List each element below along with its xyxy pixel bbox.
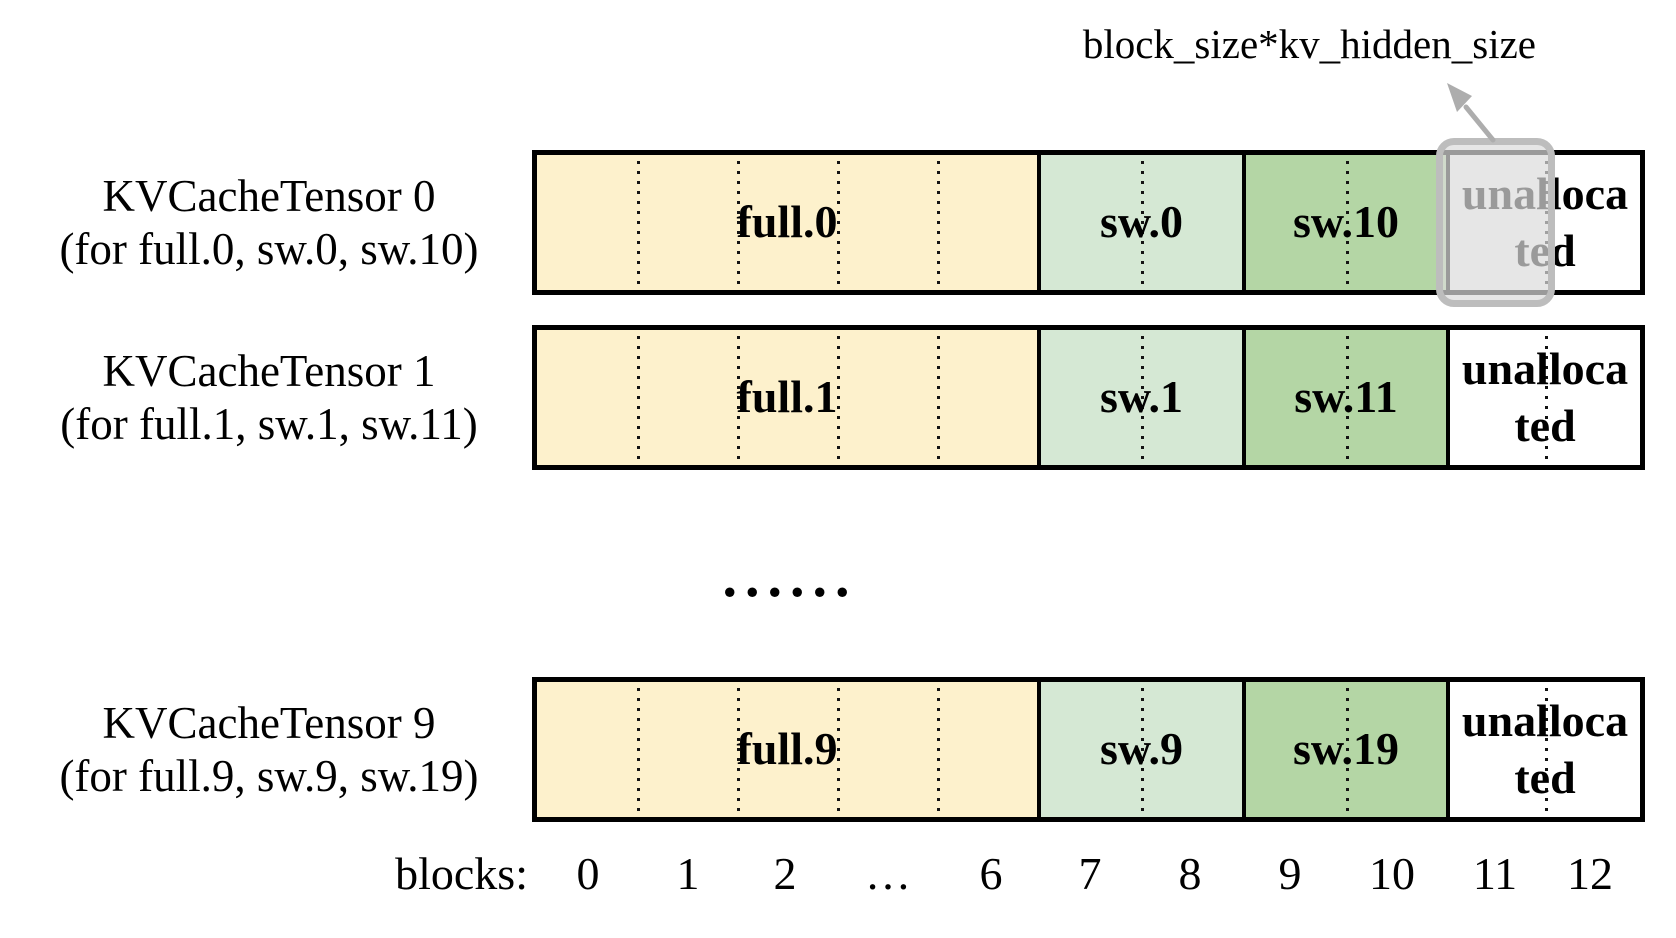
segment-full-0: full.0 xyxy=(537,155,1037,290)
block-divider xyxy=(1141,161,1144,284)
tensor-row-9-label: KVCacheTensor 9 (for full.9, sw.9, sw.19… xyxy=(20,677,518,822)
block-divider xyxy=(1141,336,1144,459)
segment-unallocated-1-label: unallocated xyxy=(1461,343,1629,451)
block-divider xyxy=(837,688,840,811)
tensor-row-1-subtitle: (for full.1, sw.1, sw.11) xyxy=(60,398,478,449)
tensor-row-0-subtitle: (for full.0, sw.0, sw.10) xyxy=(59,223,479,274)
block-divider xyxy=(1346,336,1349,459)
segment-sw-11-label: sw.11 xyxy=(1294,371,1398,423)
kv-cache-tensor-1-bar: full.1 sw.1 sw.11 unallocated xyxy=(532,325,1645,470)
block-divider xyxy=(737,161,740,284)
block-tick-12: 12 xyxy=(1567,848,1613,899)
tensor-row-1: KVCacheTensor 1 (for full.1, sw.1, sw.11… xyxy=(0,325,1676,470)
block-divider xyxy=(737,336,740,459)
tensor-row-9: KVCacheTensor 9 (for full.9, sw.9, sw.19… xyxy=(0,677,1676,822)
segment-unallocated-1: unallocated xyxy=(1446,330,1640,465)
block-size-annotation: block_size*kv_hidden_size xyxy=(1082,21,1536,67)
segment-unallocated-9-label: unallocated xyxy=(1461,695,1629,803)
segment-sw-0-label: sw.0 xyxy=(1099,196,1184,248)
segment-sw-19: sw.19 xyxy=(1242,682,1446,817)
block-divider xyxy=(637,688,640,811)
tensor-row-9-subtitle: (for full.9, sw.9, sw.19) xyxy=(59,750,479,801)
block-divider xyxy=(837,336,840,459)
block-divider xyxy=(637,161,640,284)
block-tick-9: 9 xyxy=(1278,848,1302,899)
block-divider xyxy=(1346,688,1349,811)
block-size-highlight-box xyxy=(1436,138,1555,307)
segment-sw-9-label: sw.9 xyxy=(1099,723,1184,775)
tensor-row-1-label: KVCacheTensor 1 (for full.1, sw.1, sw.11… xyxy=(20,325,518,470)
block-divider xyxy=(1141,688,1144,811)
block-divider xyxy=(937,336,940,459)
block-tick-11: 11 xyxy=(1472,848,1518,899)
block-tick-0: 0 xyxy=(576,848,600,899)
segment-sw-19-label: sw.19 xyxy=(1292,723,1400,775)
block-tick-ellipsis: … xyxy=(865,848,911,899)
annotation-arrow-line xyxy=(1463,104,1496,143)
rows-ellipsis: ...... xyxy=(722,544,858,609)
annotation-arrow-head xyxy=(1447,83,1472,112)
segment-sw-1-label: sw.1 xyxy=(1099,371,1184,423)
block-divider xyxy=(937,688,940,811)
tensor-row-9-title: KVCacheTensor 9 xyxy=(102,697,436,748)
annotation-arrow-icon xyxy=(1447,83,1496,143)
segment-full-1: full.1 xyxy=(537,330,1037,465)
block-tick-1: 1 xyxy=(676,848,700,899)
block-tick-10: 10 xyxy=(1369,848,1415,899)
segment-sw-10: sw.10 xyxy=(1242,155,1446,290)
block-divider xyxy=(937,161,940,284)
block-tick-8: 8 xyxy=(1178,848,1202,899)
block-tick-6: 6 xyxy=(979,848,1003,899)
block-divider xyxy=(737,688,740,811)
block-divider xyxy=(1545,688,1548,811)
blocks-axis-label: blocks: xyxy=(395,848,528,899)
block-divider xyxy=(637,336,640,459)
tensor-row-0-title: KVCacheTensor 0 xyxy=(102,170,436,221)
segment-full-1-label: full.1 xyxy=(736,371,838,423)
segment-sw-0: sw.0 xyxy=(1037,155,1242,290)
kv-cache-tensor-9-bar: full.9 sw.9 sw.19 unallocated xyxy=(532,677,1645,822)
block-divider xyxy=(837,161,840,284)
segment-full-9: full.9 xyxy=(537,682,1037,817)
segment-full-0-label: full.0 xyxy=(736,196,838,248)
segment-unallocated-9: unallocated xyxy=(1446,682,1640,817)
block-divider xyxy=(1545,336,1548,459)
block-tick-7: 7 xyxy=(1078,848,1102,899)
segment-sw-10-label: sw.10 xyxy=(1292,196,1400,248)
block-divider xyxy=(1346,161,1349,284)
segment-sw-9: sw.9 xyxy=(1037,682,1242,817)
tensor-row-0-label: KVCacheTensor 0 (for full.0, sw.0, sw.10… xyxy=(20,150,518,295)
segment-full-9-label: full.9 xyxy=(736,723,838,775)
segment-sw-1: sw.1 xyxy=(1037,330,1242,465)
block-tick-2: 2 xyxy=(773,848,797,899)
segment-sw-11: sw.11 xyxy=(1242,330,1446,465)
tensor-row-1-title: KVCacheTensor 1 xyxy=(102,345,436,396)
